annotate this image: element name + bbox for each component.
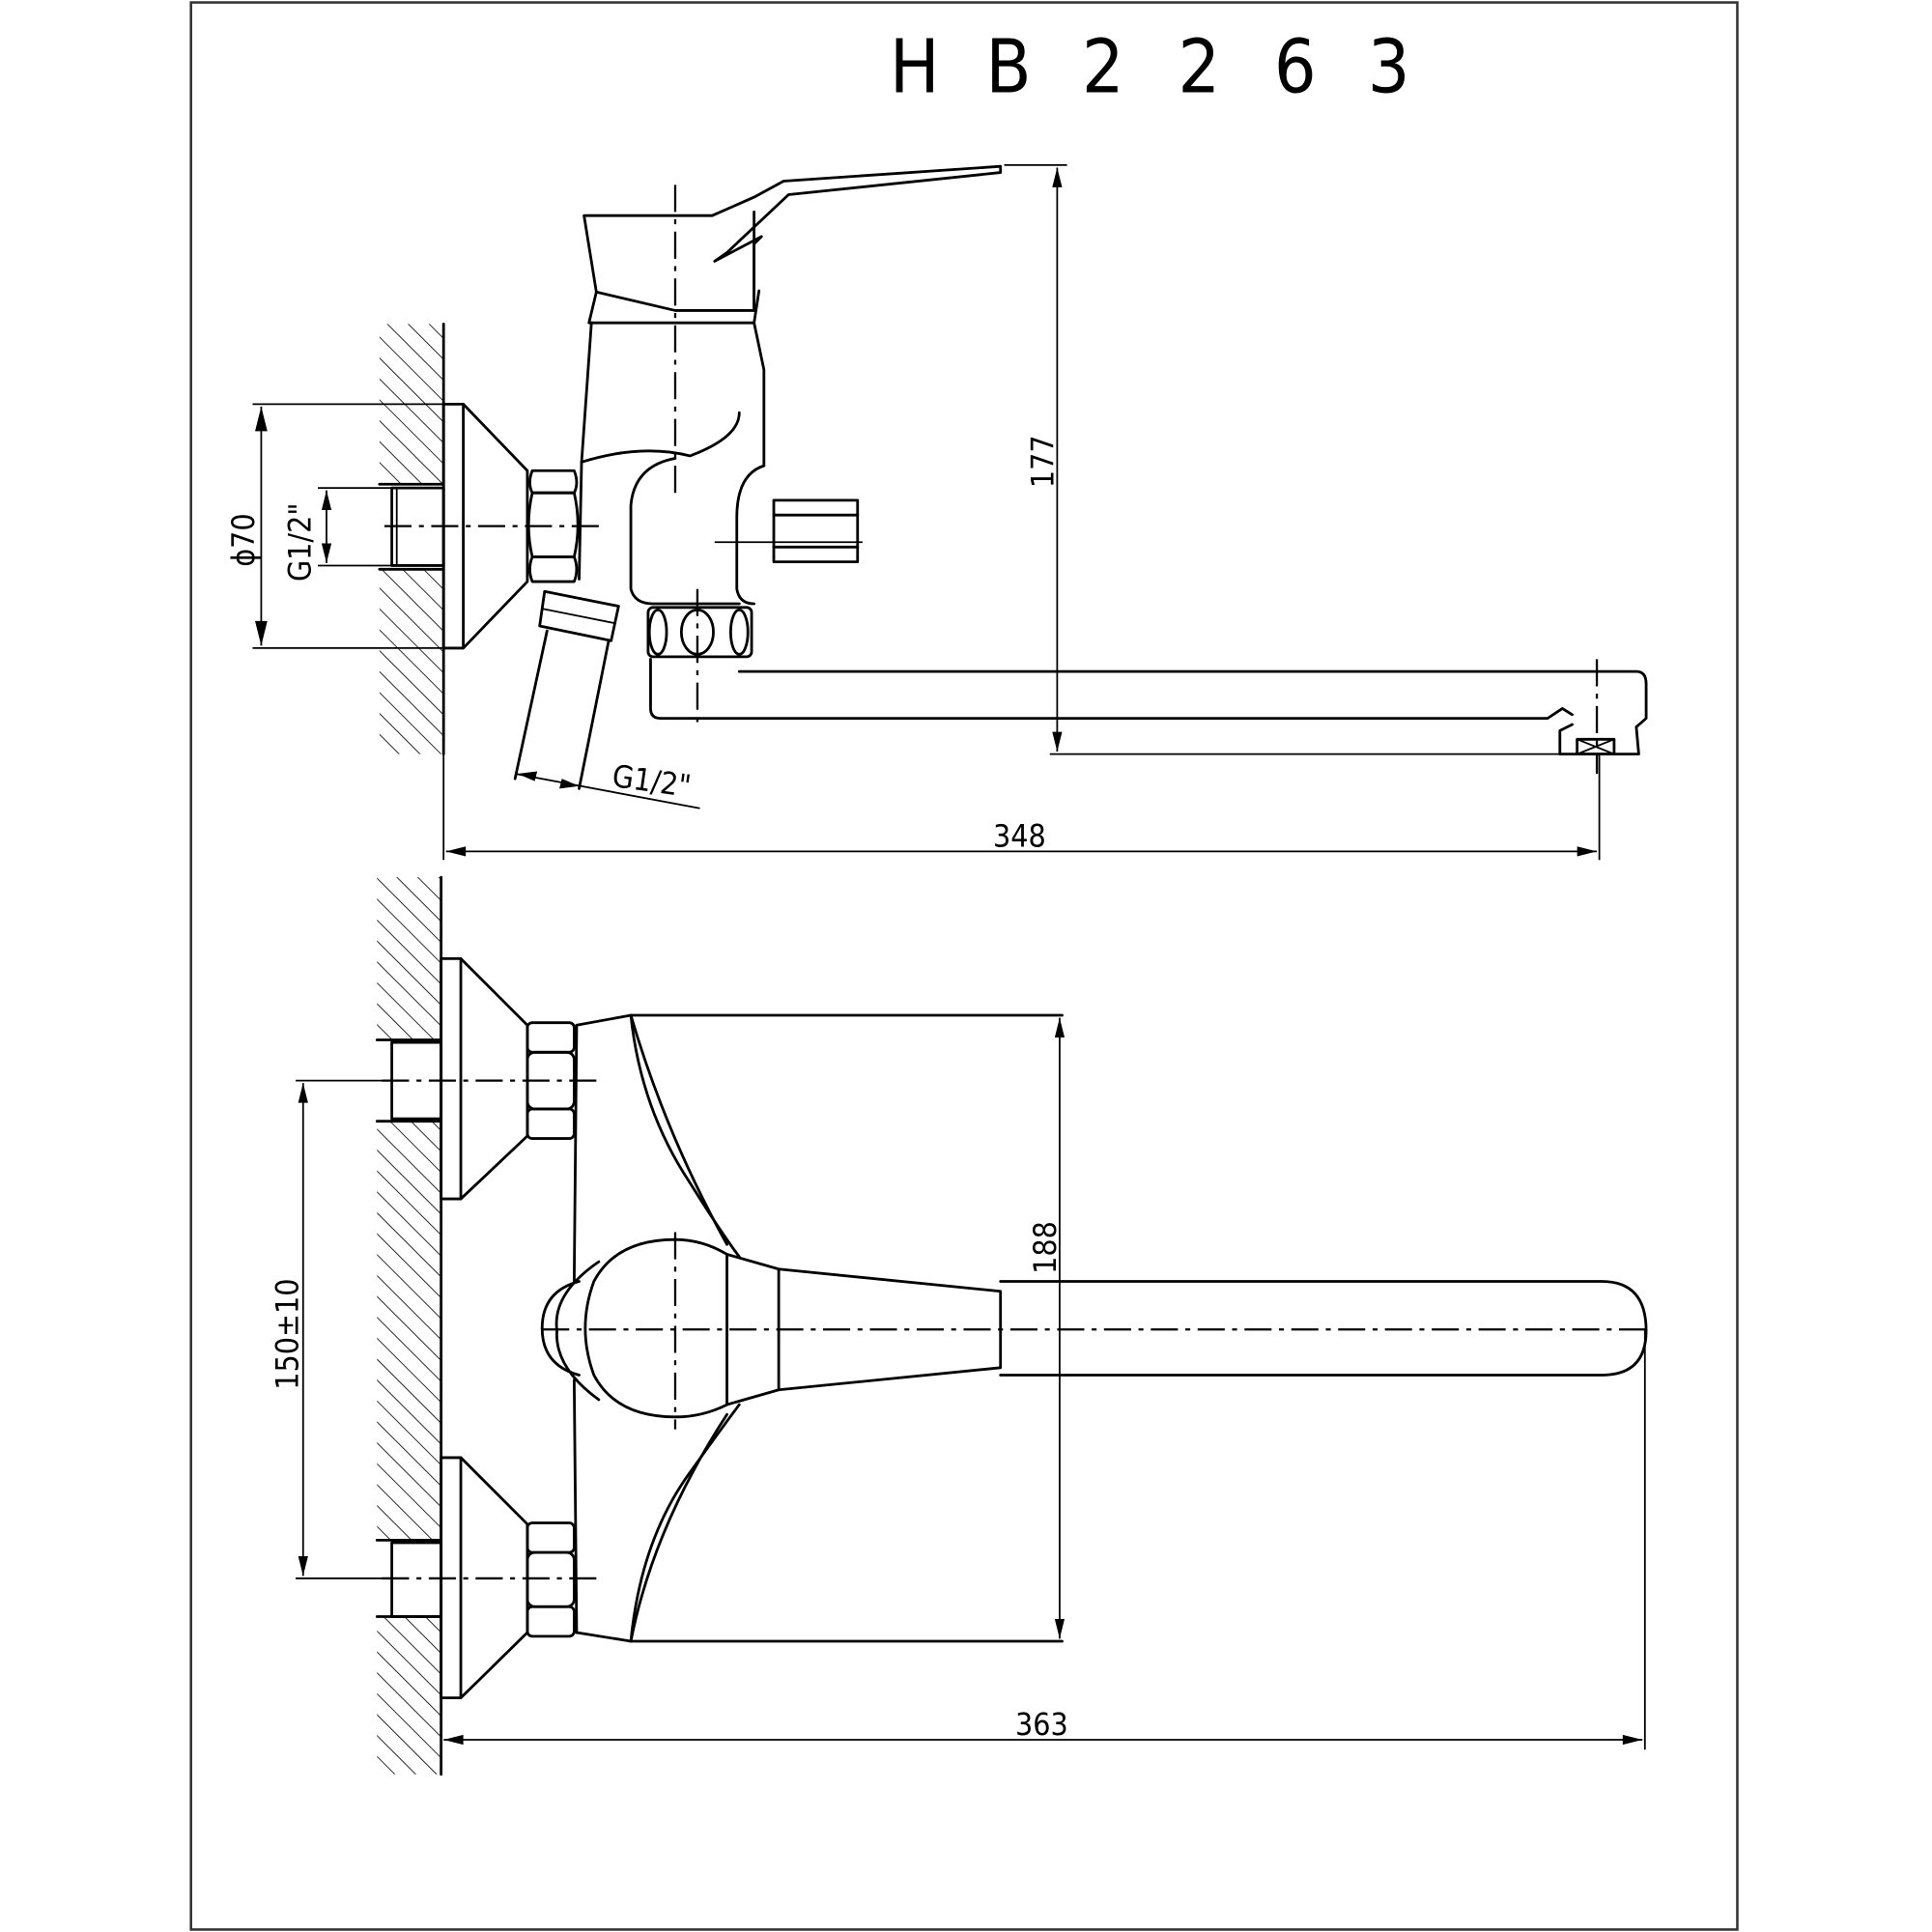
dimension-escutcheon-diameter: ϕ70 — [225, 403, 464, 649]
dimension-center-distance: 150±10 — [270, 1079, 392, 1579]
wall-section-lower — [375, 875, 443, 1776]
dimension-body-width: 188 — [1027, 1017, 1065, 1639]
dimension-label-body-width: 188 — [1027, 1221, 1064, 1274]
dimension-outlet-thread: G1/2" — [517, 757, 694, 805]
dimension-label-wall-thread: G1/2" — [281, 502, 318, 582]
dimension-height: 177 — [1004, 164, 1560, 755]
dimension-label-center-distance: 150±10 — [270, 1279, 306, 1390]
spout-side — [649, 657, 1648, 775]
mixer-body-side — [578, 164, 1003, 606]
title-letter-h: H — [890, 25, 940, 111]
hex-nut-top-lower — [526, 1521, 576, 1638]
hex-nut-side — [526, 469, 580, 583]
spout-top — [999, 1280, 1648, 1377]
top-view: 150±10 188 363 — [270, 875, 1654, 1776]
title-digit-3: 3 — [1368, 25, 1410, 111]
dimension-label-diameter: ϕ70 — [225, 513, 262, 566]
dimension-label-total-length: 363 — [1015, 1706, 1068, 1743]
title-letter-b: B — [985, 25, 1031, 111]
dimension-total-length: 363 — [443, 1330, 1646, 1750]
drawing-frame — [189, 1, 1739, 1931]
dimension-label-height: 177 — [1025, 435, 1062, 488]
wall-section-upper — [378, 323, 445, 756]
title-block: H B 2 2 6 3 — [890, 25, 1410, 111]
escutcheon-top-upper — [440, 956, 529, 1201]
mixer-body-top — [572, 1013, 1064, 1643]
title-digit-2a: 2 — [1082, 25, 1124, 111]
swivel-ring-side — [646, 588, 753, 727]
title-digit-2b: 2 — [1178, 25, 1220, 111]
dimension-label-projection: 348 — [993, 817, 1046, 854]
outlet-connection-side — [513, 589, 700, 810]
dimension-projection: 348 — [442, 753, 1601, 861]
dimension-wall-thread: G1/2" — [281, 487, 392, 582]
dimension-label-outlet-thread: G1/2" — [611, 757, 694, 805]
title-digit-6: 6 — [1274, 25, 1317, 111]
lever-top — [540, 1232, 1003, 1430]
side-view: ϕ70 G1/2" G1/2" 177 — [225, 164, 1648, 861]
diverter-knob — [714, 498, 863, 564]
